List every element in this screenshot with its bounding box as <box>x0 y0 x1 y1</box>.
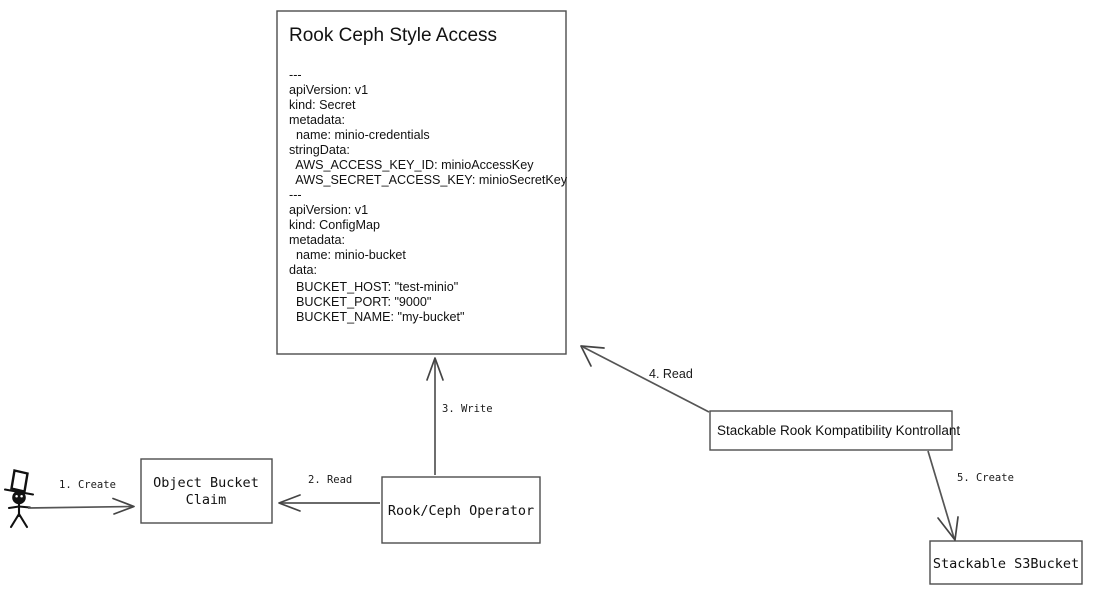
rook-ceph-operator-label: Rook/Ceph Operator <box>388 503 534 519</box>
edge-2-read[interactable]: 2. Read <box>278 474 380 512</box>
edge-3-write[interactable]: 3. Write <box>426 357 493 475</box>
user-actor-icon[interactable] <box>3 469 35 529</box>
actor-arm-left <box>7 505 21 510</box>
node-rook-ceph-operator[interactable]: Rook/Ceph Operator <box>381 476 541 544</box>
yaml-line-5: stringData: <box>289 143 350 157</box>
object-bucket-claim-border <box>140 458 273 524</box>
edge-4-arrowhead <box>580 345 605 367</box>
actor-leg-right <box>17 512 29 529</box>
actor-head <box>12 490 26 505</box>
edge-1-arrowhead <box>112 497 135 515</box>
srkk-border <box>709 410 953 451</box>
actor-eye-right <box>20 494 23 498</box>
edge-4-line <box>582 346 710 413</box>
yaml-line-9: apiVersion: v1 <box>289 203 368 217</box>
yaml-line-1: apiVersion: v1 <box>289 83 368 97</box>
edge-3-arrowhead <box>426 357 444 381</box>
yaml-line-14: BUCKET_HOST: "test-minio" <box>289 280 458 294</box>
srkk-label: Stackable Rook Kompatibility Kontrollant <box>717 423 960 438</box>
yaml-line-0: --- <box>289 68 302 82</box>
s3bucket-label: Stackable S3Bucket <box>933 556 1079 572</box>
yaml-line-2: kind: Secret <box>289 98 356 112</box>
edge-5-create[interactable]: 5. Create <box>927 450 1014 541</box>
yaml-line-12: name: minio-bucket <box>289 248 406 262</box>
yaml-line-7: AWS_SECRET_ACCESS_KEY: minioSecretKey <box>289 173 568 187</box>
card-title: Rook Ceph Style Access <box>289 25 497 46</box>
yaml-line-6: AWS_ACCESS_KEY_ID: minioAccessKey <box>289 158 534 172</box>
card-border <box>276 10 567 355</box>
edge-2-arrowhead <box>278 494 301 512</box>
object-bucket-claim-label-line1: Object Bucket <box>153 475 259 491</box>
edge-1-create[interactable]: 1. Create <box>27 479 135 515</box>
edge-1-label: 1. Create <box>59 479 116 491</box>
yaml-line-11: metadata: <box>289 233 345 247</box>
node-object-bucket-claim[interactable]: Object Bucket Claim <box>140 458 273 524</box>
yaml-line-10: kind: ConfigMap <box>289 218 380 232</box>
rook-ceph-operator-border <box>381 476 541 544</box>
edge-5-line <box>927 450 955 539</box>
s3bucket-border <box>929 540 1083 585</box>
yaml-line-16: BUCKET_NAME: "my-bucket" <box>289 310 465 324</box>
yaml-line-4: name: minio-credentials <box>289 128 430 142</box>
yaml-line-3: metadata: <box>289 113 345 127</box>
node-stackable-rook-kompatibility-kontrollant[interactable]: Stackable Rook Kompatibility Kontrollant <box>709 410 960 451</box>
yaml-line-8: --- <box>289 188 302 202</box>
actor-eye-left <box>15 494 18 498</box>
actor-leg-left <box>9 512 21 529</box>
edge-1-line <box>27 505 134 509</box>
object-bucket-claim-label-line2: Claim <box>186 492 227 508</box>
edge-5-arrowhead <box>937 516 959 541</box>
edge-5-label: 5. Create <box>957 472 1014 484</box>
node-rook-ceph-style-access-card[interactable]: Rook Ceph Style Access --- apiVersion: v… <box>276 10 568 355</box>
yaml-line-15: BUCKET_PORT: "9000" <box>289 295 431 309</box>
node-stackable-s3bucket[interactable]: Stackable S3Bucket <box>929 540 1083 585</box>
yaml-line-13: data: <box>289 263 317 277</box>
edge-4-read[interactable]: 4. Read <box>580 345 710 413</box>
edge-2-label: 2. Read <box>308 474 352 486</box>
edge-4-label: 4. Read <box>649 367 693 381</box>
edge-3-label: 3. Write <box>442 403 493 415</box>
top-hat-icon <box>10 469 29 493</box>
